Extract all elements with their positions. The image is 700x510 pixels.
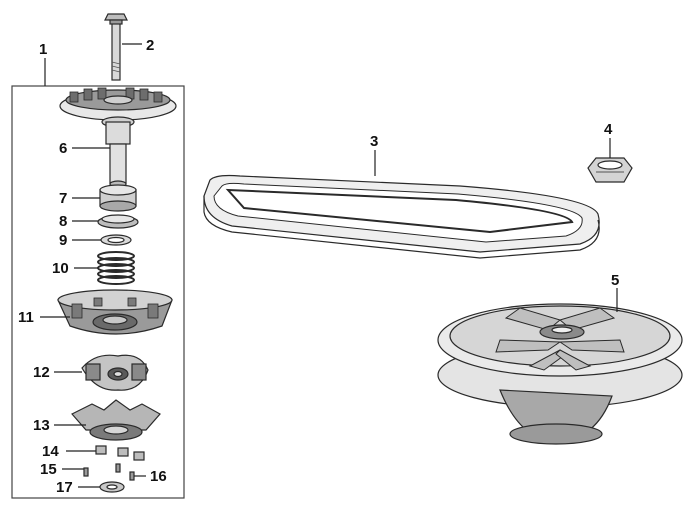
- callout-8: 8: [59, 213, 67, 230]
- part-bearing-sleeve: [99, 184, 137, 212]
- part-moveable-sheave: [57, 289, 173, 335]
- callout-13: 13: [33, 417, 50, 434]
- callout-2: 2: [146, 37, 154, 54]
- callout-5: 5: [611, 272, 619, 289]
- part-washer: [100, 234, 132, 246]
- part-nut: [587, 157, 633, 183]
- callout-7: 7: [59, 190, 67, 207]
- assembly-frame: [11, 85, 185, 499]
- part-ring: [97, 214, 139, 229]
- part-small-hardware: [83, 445, 145, 493]
- callout-3: 3: [370, 133, 378, 150]
- callout-16: 16: [150, 468, 167, 485]
- callout-1: 1: [39, 41, 47, 58]
- part-shaft: [101, 116, 135, 188]
- callout-10: 10: [52, 260, 69, 277]
- callout-labels: 1 2 3 4 5 6 7 8 9 10 11 12 13 14 15 16 1…: [18, 37, 619, 496]
- part-drive-belt: [203, 174, 600, 259]
- part-spring: [97, 251, 135, 285]
- leader-lines: [40, 43, 618, 488]
- part-ramp-plate: [81, 354, 149, 391]
- callout-4: 4: [604, 121, 613, 138]
- part-fan-sheave: [59, 87, 177, 121]
- callout-15: 15: [40, 461, 57, 478]
- callout-17: 17: [56, 479, 73, 496]
- callout-12: 12: [33, 364, 50, 381]
- part-bolt: [104, 13, 128, 81]
- callout-14: 14: [42, 443, 59, 460]
- callout-6: 6: [59, 140, 67, 157]
- callout-9: 9: [59, 232, 67, 249]
- part-spider: [71, 399, 161, 441]
- callout-11: 11: [18, 309, 34, 326]
- part-driven-pulley: [437, 303, 683, 445]
